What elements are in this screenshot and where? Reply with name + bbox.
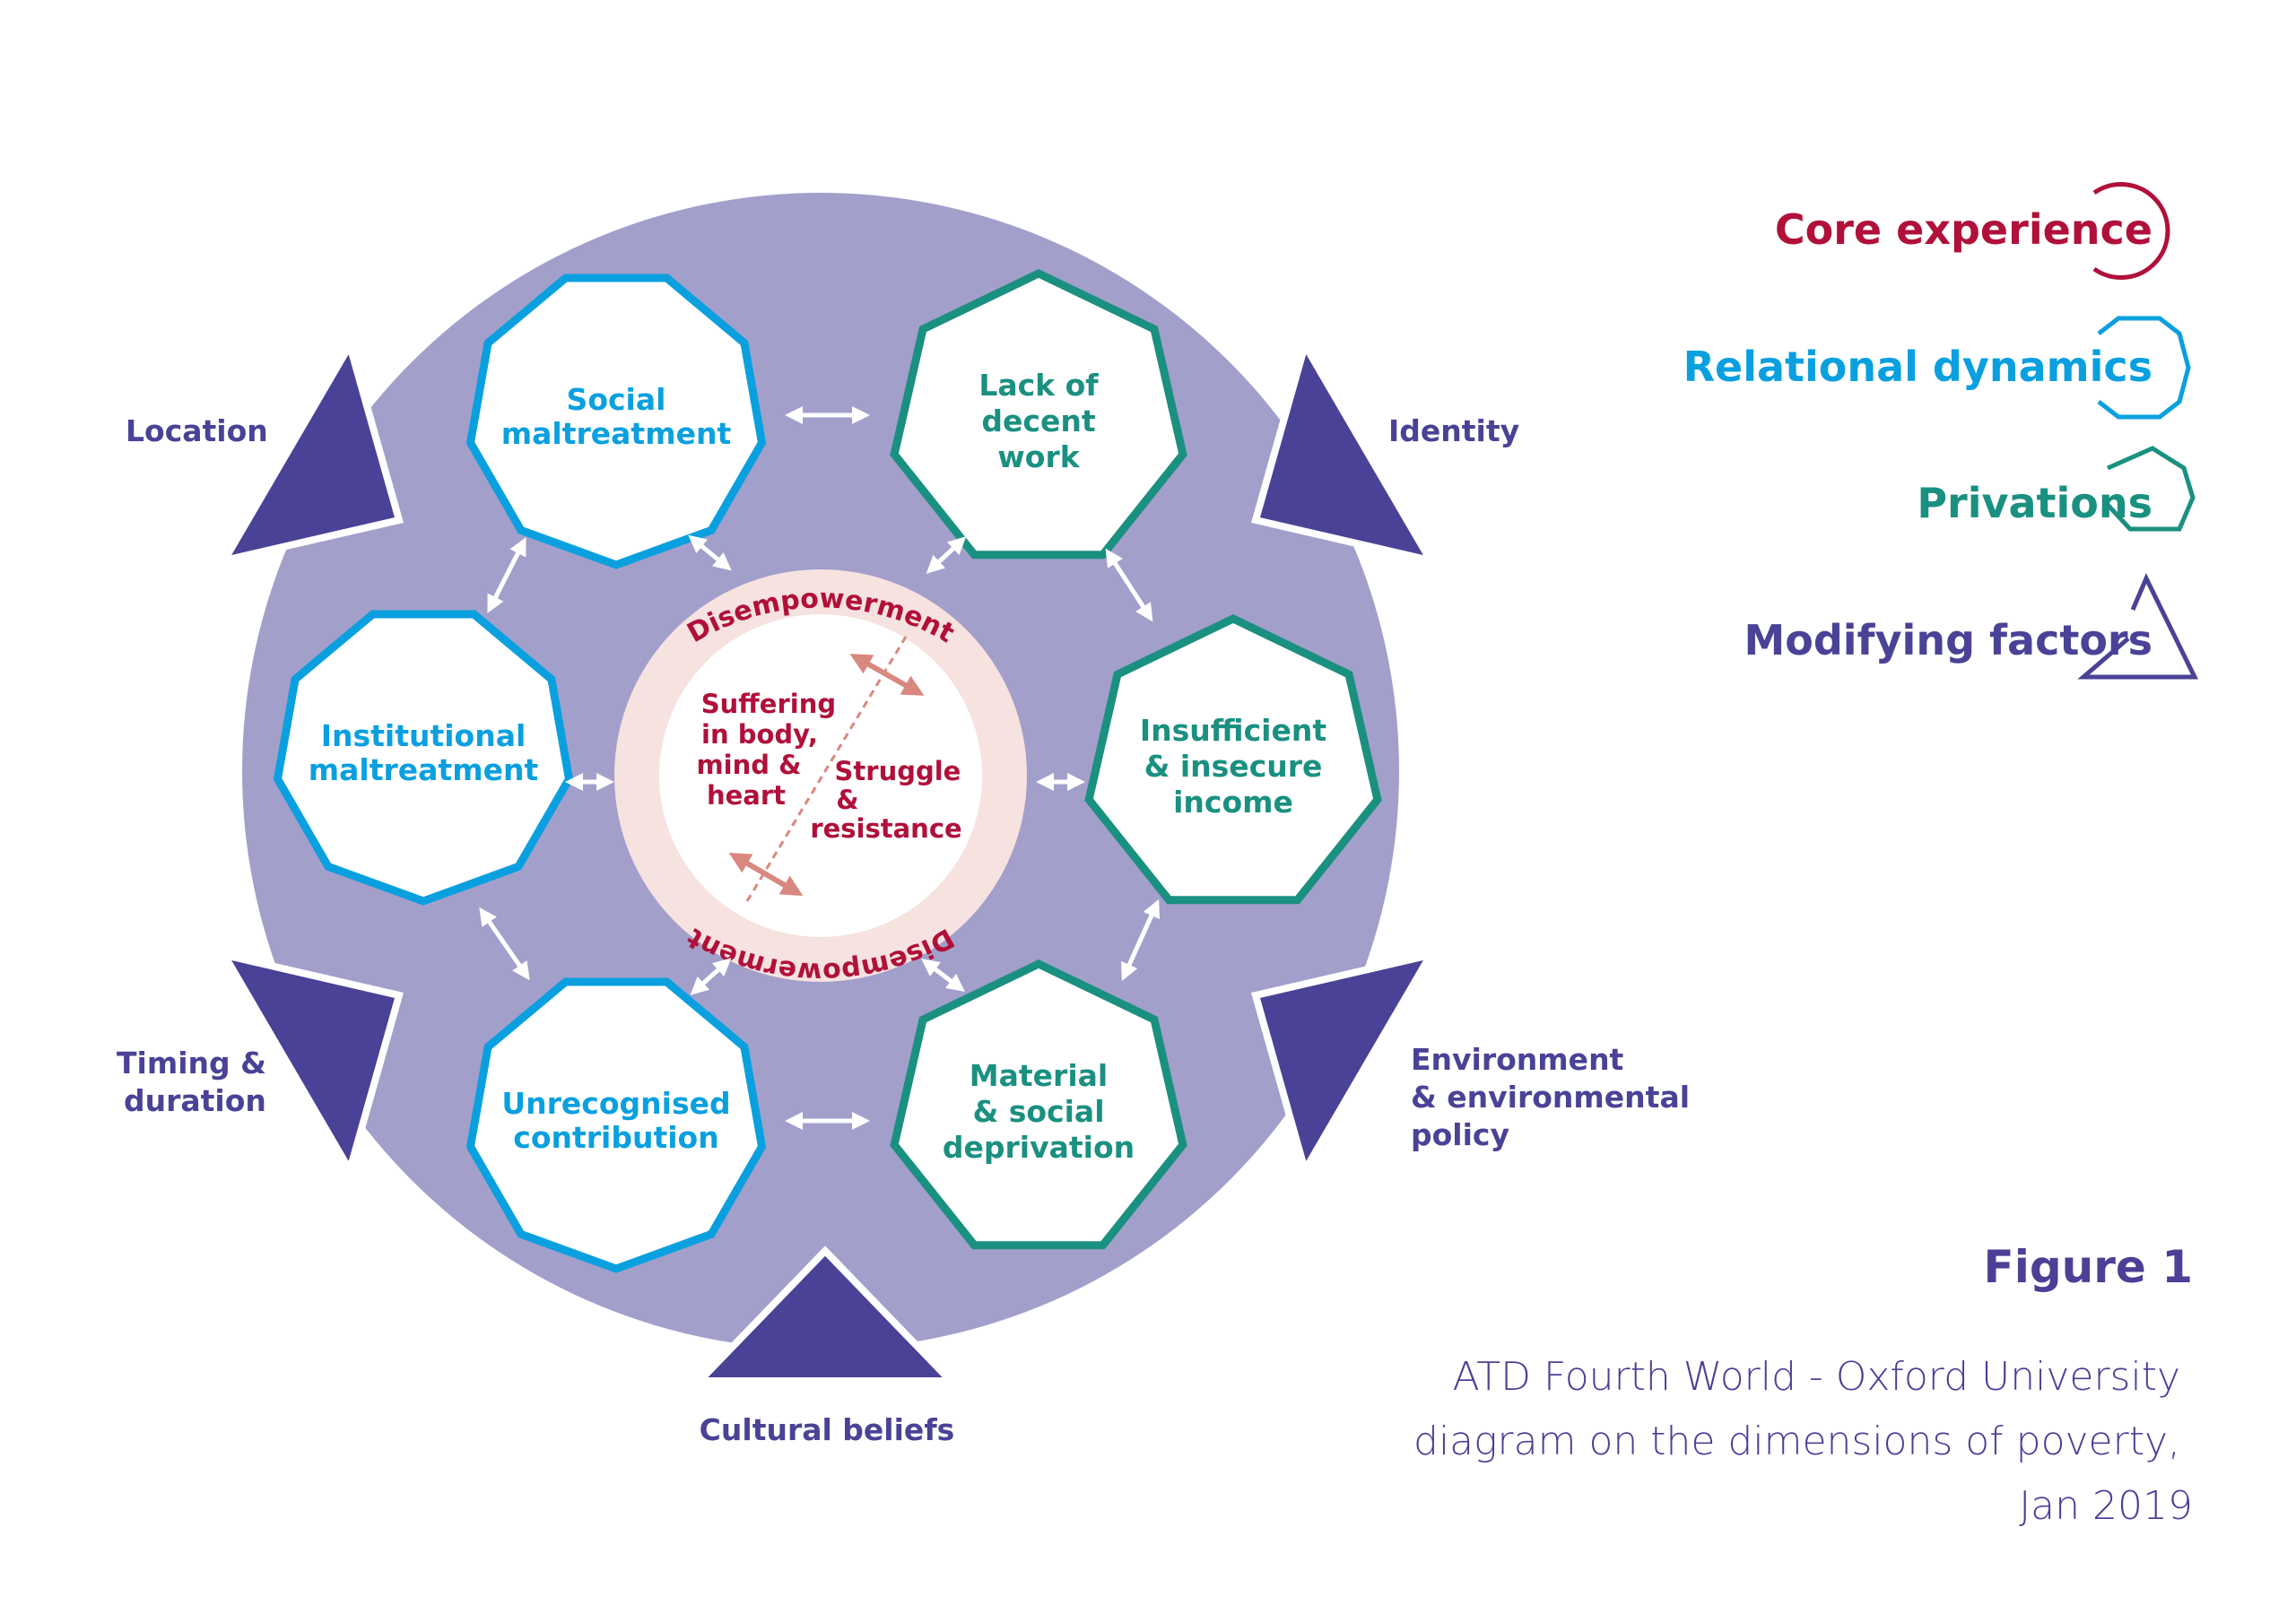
arrow-material-core [921,958,965,993]
svg-text:Privations: Privations [1917,479,2152,527]
modifier-triangles [216,335,1439,1384]
legend-relational-dynamics: Relational dynamics [1683,316,2191,420]
svg-text:Modifying factors: Modifying factors [1744,616,2152,664]
label-environment: Environment & environmental policy [1411,1042,1700,1152]
connection-arrows [479,406,1160,1130]
svg-text:Relational dynamics: Relational dynamics [1683,343,2152,391]
nonagon-icon [2097,316,2191,420]
circle-icon [2092,182,2170,280]
core-left-text: Suffering in body, mind & heart [696,689,845,811]
label-identity: Identity [1388,413,1519,448]
arrow-institutional-unrecognised [479,907,530,981]
label-timing: Timing & duration [117,1046,276,1118]
heptagon-shape [890,269,1187,560]
arrow-social-core [688,534,732,571]
arrow-income-material [1121,898,1160,982]
legend: Core experience Relational dynamics Priv… [1683,182,2199,680]
svg-text:Core experience: Core experience [1775,205,2152,254]
identity-triangle [1251,335,1439,566]
core-arrow-bottom [728,852,804,897]
nonagon-shape [465,977,767,1273]
legend-modifying-factors: Modifying factors [1744,573,2199,680]
arrow-social-institutional [487,537,526,613]
legend-core-experience: Core experience [1775,182,2170,280]
timing-triangle [216,950,404,1180]
cultural-triangle [691,1245,960,1384]
heptagon-shape [890,959,1187,1250]
label-cultural-beliefs: Cultural beliefs [700,1412,955,1447]
core-right-text: Struggle & resistance [810,756,970,844]
label-location: Location [126,413,268,448]
core-arrow-top [849,654,925,696]
legend-privations: Privations [1917,446,2196,532]
arrow-unrecognised-core [690,958,732,995]
nonagon-shape [273,610,574,906]
triangle-icon [2077,573,2199,680]
environment-triangle [1251,950,1439,1180]
arrow-work-income [1105,548,1153,622]
figure-caption: ATD Fourth World - Oxford University dia… [1413,1354,2193,1529]
nonagon-shape [465,273,767,569]
figure-title: Figure 1 [1984,1241,2193,1293]
location-triangle [216,335,404,566]
heptagon-shape [1084,614,1382,905]
arrow-work-core [926,536,967,574]
heptagon-icon [2106,446,2196,532]
modifier-labels: Location Identity Timing & duration Envi… [117,413,1700,1447]
